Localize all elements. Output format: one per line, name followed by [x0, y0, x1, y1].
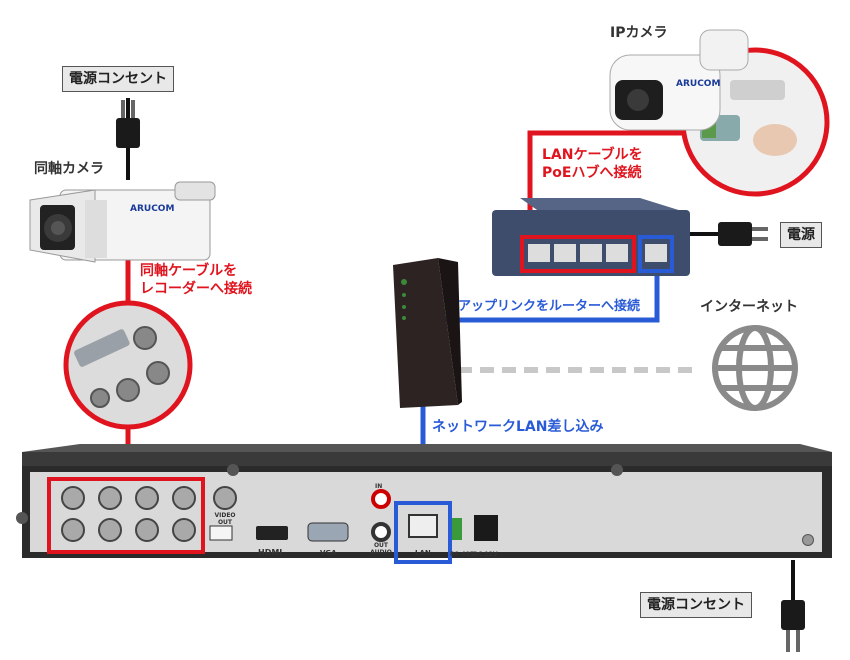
- power-plug-bottom: [781, 600, 805, 652]
- coax-connector-zoom: [63, 300, 193, 430]
- lan-cable-note-line1: LANケーブルを: [542, 147, 643, 163]
- lan-label: LAN: [415, 549, 431, 557]
- power-outlet-bottom-label: 電源コンセント: [640, 592, 752, 618]
- rs485-label: RS-485: [450, 551, 474, 558]
- audio-out-port: [371, 522, 391, 542]
- audio-in-label: IN: [375, 483, 383, 490]
- lan-port: [408, 514, 438, 538]
- lan-cable-note-line2: PoEハブへ接続: [542, 165, 642, 181]
- rs485-port: [452, 518, 462, 540]
- uplink-note: アップリンクをルーターへ接続: [458, 299, 641, 314]
- bnc-ports: [61, 486, 196, 542]
- hdmi-port: [256, 526, 288, 540]
- coax-camera-brand: ARUCOM: [130, 204, 175, 214]
- power-label: 電源: [780, 222, 822, 248]
- power-plug-hub: [718, 222, 768, 246]
- video-out-port: [213, 486, 237, 510]
- coax-cable-note-line2: レコーダーへ接続: [140, 281, 252, 297]
- hdmi-label: HDMI: [258, 548, 283, 557]
- coax-camera-label: 同軸カメラ: [34, 161, 104, 177]
- power-outlet-top-label: 電源コンセント: [62, 66, 174, 92]
- usb-port: [209, 525, 233, 541]
- video-out-label: VIDEO OUT: [214, 512, 236, 526]
- network-lan-note: ネットワークLAN差し込み: [432, 419, 604, 435]
- audio-in-port: [371, 489, 391, 509]
- lan-port-highlight: [394, 501, 452, 564]
- ip-camera-label: IPカメラ: [610, 25, 668, 41]
- globe-icon: [712, 325, 798, 411]
- internet-label: インターネット: [700, 299, 798, 315]
- video-input-group: [47, 477, 205, 554]
- audio-out-label: OUT AUDIO: [370, 542, 392, 556]
- recorder: [16, 444, 832, 558]
- coax-cable-note-line1: 同軸ケーブルを: [140, 263, 238, 279]
- poe-hub: [492, 198, 690, 276]
- dc-port: [474, 515, 498, 541]
- dc-label: DC 12V: [473, 551, 498, 558]
- ground-screw: [803, 535, 813, 545]
- coax-camera-image: [29, 181, 216, 263]
- vga-port: [307, 522, 349, 542]
- router: [393, 258, 462, 408]
- vga-label: VGA: [320, 549, 337, 557]
- power-plug-top: [116, 100, 140, 148]
- ip-camera-image: [609, 29, 749, 131]
- ip-camera-brand: ARUCOM: [676, 79, 721, 89]
